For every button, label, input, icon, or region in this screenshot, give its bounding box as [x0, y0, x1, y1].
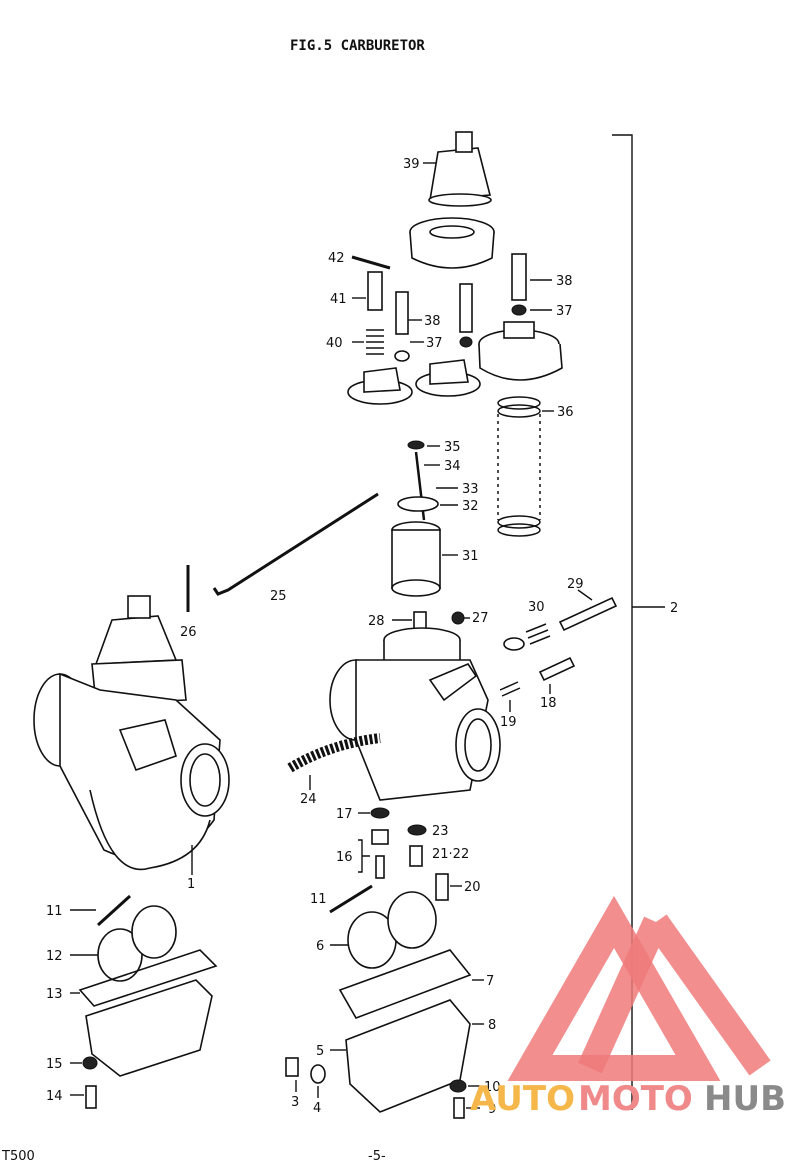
- ring-nut: [409, 217, 495, 269]
- label-12: 12: [46, 949, 63, 964]
- label-38b: 38: [556, 274, 573, 289]
- label-32: 32: [462, 499, 479, 514]
- float-bowl-center: [345, 999, 471, 1113]
- watermark-word-moto: MOTO: [578, 1079, 693, 1119]
- watermark-word-auto: AUTO: [470, 1079, 575, 1119]
- label-37a: 37: [426, 336, 443, 351]
- part-12-floats: [97, 905, 177, 982]
- label-20: 20: [464, 880, 481, 895]
- watermark-word-hub: HUB: [704, 1079, 786, 1119]
- label-41: 41: [330, 292, 347, 307]
- label-25: 25: [270, 589, 287, 604]
- mixing-chamber-cap: [478, 321, 563, 381]
- label-37b: 37: [556, 304, 573, 319]
- label-31: 31: [462, 549, 479, 564]
- part-39-cap: [428, 131, 492, 207]
- label-33: 33: [462, 482, 479, 497]
- label-35: 35: [444, 440, 461, 455]
- label-21-22: 21·22: [432, 847, 469, 862]
- part-31-throttle-slide: [391, 521, 441, 597]
- label-28: 28: [368, 614, 385, 629]
- label-5: 5: [316, 1044, 324, 1059]
- part-1-carburetor-assembled: [33, 595, 230, 871]
- footer-page: -5-: [368, 1149, 386, 1162]
- label-27: 27: [472, 611, 489, 626]
- label-17: 17: [336, 807, 353, 822]
- label-11a: 11: [46, 904, 63, 919]
- carburetor-body: [329, 627, 501, 801]
- cable-adjuster-caps: [347, 359, 481, 405]
- assembly-bracket: [612, 134, 665, 1110]
- label-9: 9: [488, 1102, 496, 1117]
- label-2: 2: [670, 601, 678, 616]
- label-16: 16: [336, 850, 353, 865]
- label-14: 14: [46, 1089, 63, 1104]
- label-10: 10: [484, 1080, 501, 1095]
- label-34: 34: [444, 459, 461, 474]
- label-23: 23: [432, 824, 449, 839]
- label-1: 1: [187, 877, 195, 892]
- float-bowl-left: [85, 979, 213, 1077]
- label-30: 30: [528, 600, 545, 615]
- label-42: 42: [328, 251, 345, 266]
- label-40: 40: [326, 336, 343, 351]
- label-13: 13: [46, 987, 63, 1002]
- label-3: 3: [291, 1095, 299, 1110]
- watermark-logo: AUTO MOTO HUB: [470, 895, 786, 1119]
- label-11b: 11: [310, 892, 327, 907]
- label-26: 26: [180, 625, 197, 640]
- part-6-floats: [347, 891, 437, 969]
- figure-title: FIG.5 CARBURETOR: [290, 38, 425, 54]
- label-6: 6: [316, 939, 324, 954]
- label-7: 7: [486, 974, 494, 989]
- part-36-spring: [497, 396, 541, 537]
- label-19: 19: [500, 715, 517, 730]
- footer-model: T500: [1, 1149, 35, 1162]
- label-24: 24: [300, 792, 317, 807]
- label-18: 18: [540, 696, 557, 711]
- label-39: 39: [403, 157, 420, 172]
- label-29: 29: [567, 577, 584, 592]
- label-8: 8: [488, 1018, 496, 1033]
- label-15: 15: [46, 1057, 63, 1072]
- label-36: 36: [557, 405, 574, 420]
- label-38a: 38: [424, 314, 441, 329]
- label-4: 4: [313, 1101, 321, 1116]
